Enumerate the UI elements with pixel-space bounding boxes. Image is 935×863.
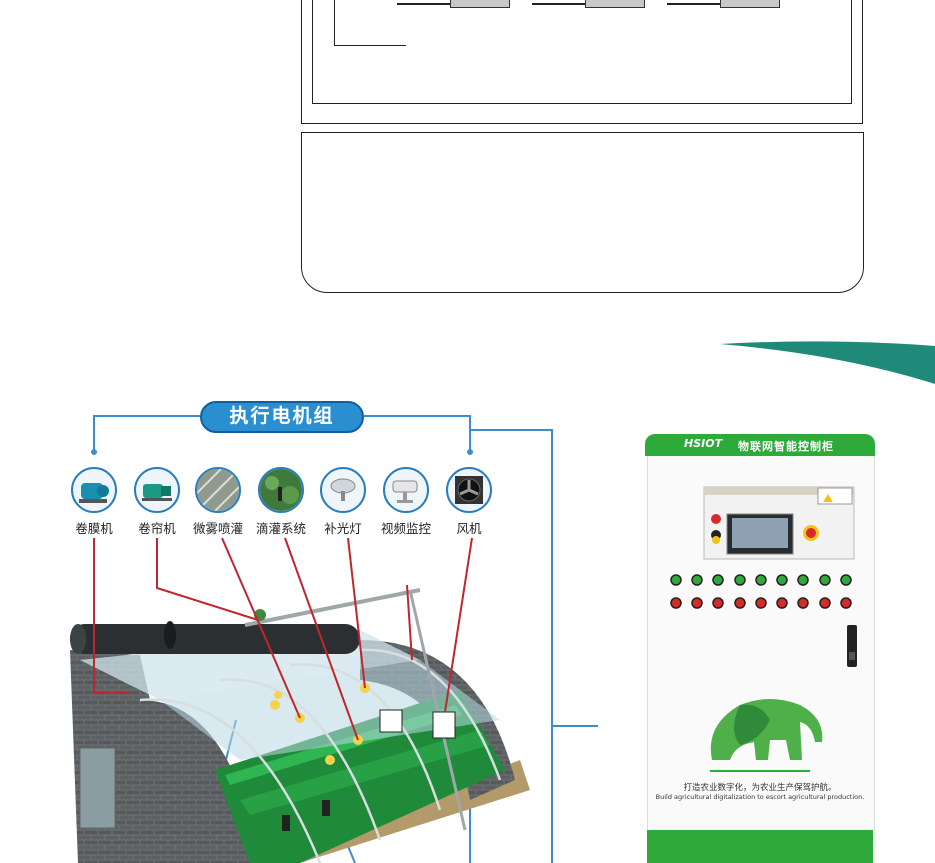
- teal-swoosh-decoration: [720, 341, 935, 384]
- grow-light-icon: [320, 467, 366, 513]
- label-fan: 风机: [456, 521, 482, 536]
- label-grow-light: 补光灯: [324, 521, 362, 536]
- cabinet-title: 物联网智能控制柜: [738, 440, 834, 453]
- cabinet-slogan-chinese: 打造农业数字化，为农业生产保驾护航。: [683, 783, 837, 793]
- mist-spray-icon: [195, 467, 241, 513]
- label-curtain-roller: 卷帘机: [138, 521, 176, 536]
- cabinet-header: [645, 434, 875, 456]
- drip-irrigation-icon: [258, 467, 304, 513]
- label-mist-spray: 微雾喷灌: [192, 521, 243, 536]
- cabinet-footer: [647, 830, 873, 863]
- schematic-line-3: [667, 3, 722, 5]
- schematic-block-1: [450, 0, 510, 8]
- cabinet-slogan-english: Build agricultural digitalization to esc…: [655, 793, 865, 801]
- schematic-block-3: [720, 0, 780, 8]
- cctv-camera-icon: [383, 467, 429, 513]
- schematic-inner-frame: [312, 0, 852, 104]
- schematic-block-2: [585, 0, 645, 8]
- schematic-rounded-panel: [301, 132, 864, 293]
- cabinet-brand-logo: HSIOT: [684, 437, 723, 450]
- schematic-bracket: [334, 0, 406, 46]
- schematic-outer-frame: [301, 0, 863, 124]
- schematic-line-2: [532, 3, 587, 5]
- pump-motor-icon: [71, 467, 117, 513]
- label-film-roller: 卷膜机: [75, 521, 113, 536]
- schematic-line-1: [397, 3, 452, 5]
- fan-icon: [446, 467, 492, 513]
- label-drip-irrigation: 滴灌系统: [255, 521, 306, 536]
- actuator-group-title: 执行电机组: [200, 401, 364, 433]
- label-video-surveillance: 视频监控: [380, 521, 431, 536]
- curtain-motor-icon: [134, 467, 180, 513]
